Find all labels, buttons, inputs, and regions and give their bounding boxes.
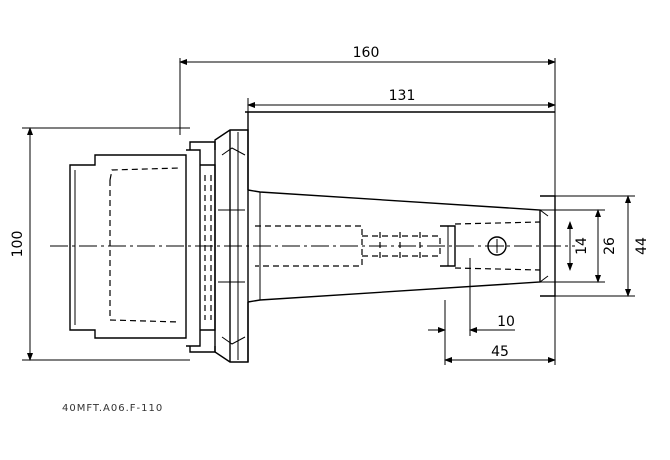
dim-overall-length: 160 — [353, 45, 380, 61]
dim-nose-diameter: 44 — [634, 237, 650, 255]
dim-shank-length: 131 — [389, 88, 416, 104]
cross-pin — [487, 236, 507, 256]
dim-flange-diameter: 100 — [10, 231, 26, 258]
shank — [247, 189, 556, 303]
drawing-caption: 40MFT.A06.F-110 — [62, 403, 163, 414]
dim-bore-diameter: 14 — [574, 237, 590, 255]
dim-pin-offset: 10 — [497, 314, 515, 330]
dimension-lines — [27, 59, 631, 363]
extension-lines — [22, 58, 635, 365]
dim-nose-length: 45 — [491, 344, 509, 360]
collar — [214, 111, 555, 363]
dim-inner-diameter: 26 — [602, 237, 618, 255]
flange-body — [69, 141, 216, 353]
